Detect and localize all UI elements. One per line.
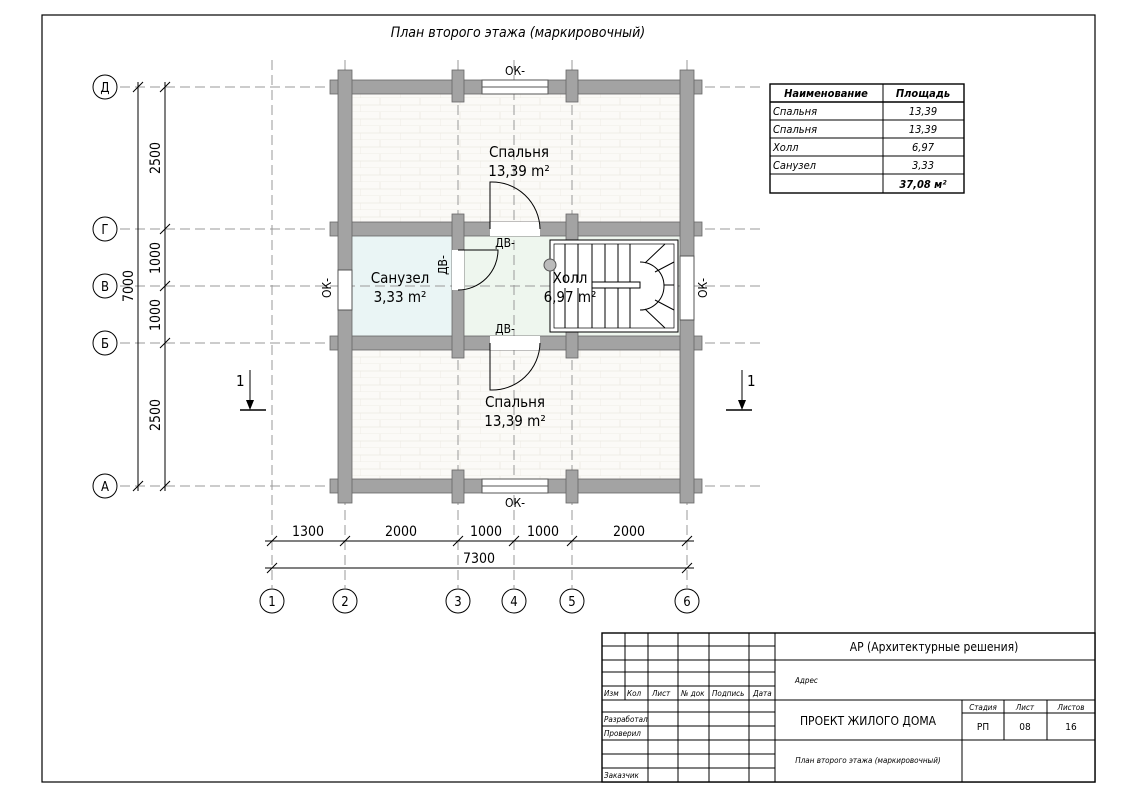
table-header: Площадь <box>896 87 950 100</box>
room-area: 13,39 m² <box>488 162 549 180</box>
door-mark: ДВ- <box>495 236 515 250</box>
grid-bubble-col: 3 <box>445 588 471 614</box>
svg-text:3,33: 3,33 <box>912 159 934 172</box>
grid-bubble-row: А <box>92 473 118 499</box>
svg-text:Разработал: Разработал <box>604 715 648 724</box>
svg-text:Изм: Изм <box>604 689 619 698</box>
svg-text:2500: 2500 <box>148 142 164 174</box>
horizontal-dimensions: 1300 2000 1000 1000 2000 7300 <box>265 524 694 574</box>
grid-bubble-col: 4 <box>501 588 527 614</box>
window-mark: ОК- <box>696 278 710 298</box>
grid-bubble-row: Г <box>92 216 118 242</box>
window-mark: ОК- <box>505 64 525 78</box>
grid-bubble-col: 5 <box>559 588 585 614</box>
staircase <box>543 239 679 333</box>
svg-text:Листов: Листов <box>1057 703 1085 712</box>
room-bedroom-top <box>345 87 687 229</box>
svg-text:2500: 2500 <box>148 399 164 431</box>
svg-text:Подпись: Подпись <box>712 689 744 698</box>
svg-text:№ док: № док <box>680 689 705 698</box>
grid-bubble-row: Д <box>92 74 118 100</box>
svg-text:1000: 1000 <box>148 299 164 331</box>
svg-text:1: 1 <box>268 595 275 610</box>
svg-text:Адрес: Адрес <box>794 676 818 685</box>
svg-text:13,39: 13,39 <box>909 123 937 136</box>
total-area: 37,08 м² <box>899 178 947 191</box>
svg-text:1000: 1000 <box>527 524 559 540</box>
svg-text:А: А <box>101 480 109 495</box>
svg-text:Санузел: Санузел <box>773 159 817 172</box>
door-mark: ДВ- <box>436 255 450 275</box>
svg-text:АР (Архитектурные решения): АР (Архитектурные решения) <box>850 640 1019 654</box>
grid-bubble-col: 1 <box>259 588 285 614</box>
window-mark: ОК- <box>505 496 525 510</box>
svg-text:13,39: 13,39 <box>909 105 937 118</box>
svg-text:1000: 1000 <box>470 524 502 540</box>
svg-text:Лист: Лист <box>1015 703 1035 712</box>
area-table: Наименование Площадь Спальня 13,39 Спальн… <box>769 83 965 194</box>
svg-text:Г: Г <box>101 223 108 238</box>
svg-text:7300: 7300 <box>463 551 495 567</box>
room-name: Холл <box>553 269 588 287</box>
section-mark-left: 1 <box>236 370 266 411</box>
room-area: 3,33 m² <box>374 288 427 306</box>
svg-text:6: 6 <box>683 595 690 610</box>
room-area: 13,39 m² <box>484 412 545 430</box>
svg-text:2: 2 <box>341 595 348 610</box>
room-bedroom-bottom <box>345 343 687 486</box>
svg-text:2000: 2000 <box>385 524 417 540</box>
section-mark-right: 1 <box>726 370 756 411</box>
table-header: Наименование <box>784 87 868 100</box>
svg-text:6,97: 6,97 <box>912 141 935 154</box>
svg-text:Холл: Холл <box>772 141 799 154</box>
svg-text:4: 4 <box>510 595 517 610</box>
svg-text:Спальня: Спальня <box>773 105 817 118</box>
svg-text:3: 3 <box>454 595 461 610</box>
svg-text:Д: Д <box>100 81 109 96</box>
door-mark: ДВ- <box>495 322 515 336</box>
svg-text:2000: 2000 <box>613 524 645 540</box>
svg-text:Б: Б <box>101 337 109 352</box>
svg-text:Стадия: Стадия <box>969 703 997 712</box>
svg-text:В: В <box>101 280 109 295</box>
svg-text:Кол: Кол <box>627 689 642 698</box>
room-name: Спальня <box>489 143 549 161</box>
grid-bubble-col: 2 <box>332 588 358 614</box>
grid-bubble-row: Б <box>92 330 118 356</box>
svg-text:Спальня: Спальня <box>773 123 817 136</box>
grid-bubble-col: 6 <box>674 588 700 614</box>
svg-text:1300: 1300 <box>292 524 324 540</box>
room-area: 6,97 m² <box>544 288 597 306</box>
svg-text:16: 16 <box>1065 722 1077 733</box>
svg-text:1: 1 <box>236 372 245 390</box>
room-name: Санузел <box>371 269 430 287</box>
svg-text:08: 08 <box>1019 722 1031 733</box>
svg-text:План второго этажа (маркировоч: План второго этажа (маркировочный) <box>795 756 941 765</box>
svg-text:1000: 1000 <box>148 242 164 274</box>
grid-bubble-row: В <box>92 273 118 299</box>
room-name: Спальня <box>485 393 545 411</box>
svg-text:Дата: Дата <box>752 689 772 698</box>
svg-text:ПРОЕКТ ЖИЛОГО ДОМА: ПРОЕКТ ЖИЛОГО ДОМА <box>800 714 937 728</box>
svg-text:Проверил: Проверил <box>604 729 641 738</box>
window-mark: ОК- <box>320 278 334 298</box>
svg-text:1: 1 <box>747 372 756 390</box>
svg-text:Заказчик: Заказчик <box>604 771 640 780</box>
title-block: Изм Кол Лист № док Подпись Дата Разработ… <box>601 632 1096 783</box>
svg-text:7000: 7000 <box>121 270 137 302</box>
sheet-frame <box>41 14 1096 783</box>
svg-text:5: 5 <box>568 595 575 610</box>
svg-text:РП: РП <box>977 722 989 733</box>
drawing-title: План второго этажа (маркировочный) <box>391 25 645 41</box>
vertical-dimensions: 2500 1000 1000 2500 7000 <box>121 81 171 492</box>
walls <box>329 69 703 504</box>
svg-text:Лист: Лист <box>651 689 671 698</box>
